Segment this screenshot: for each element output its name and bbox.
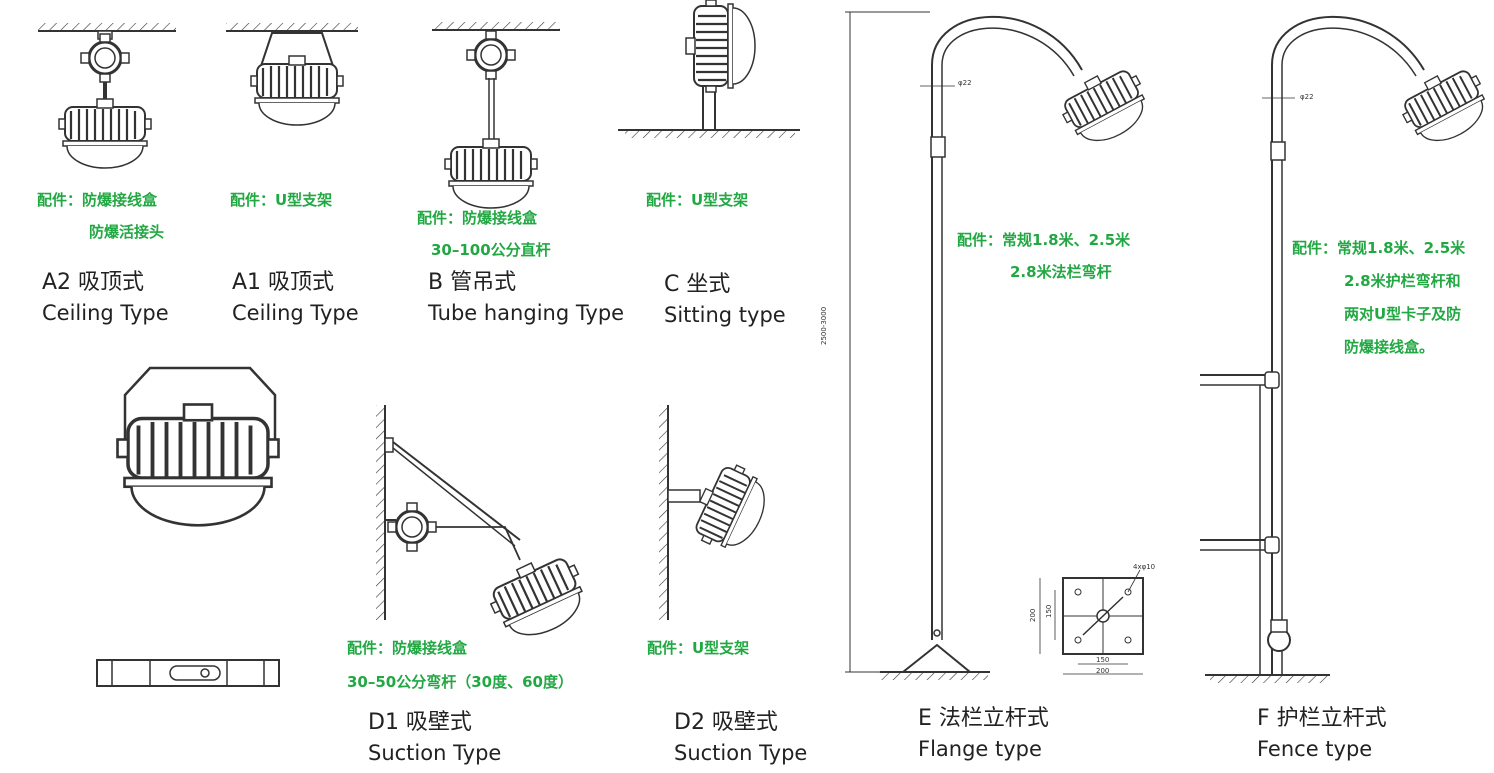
a1-accessory-1: 配件：U型支架 — [230, 191, 333, 209]
d2-title: D2 吸壁式 — [674, 710, 778, 735]
e-drawing — [845, 11, 1158, 680]
e-accessory-1: 配件：常规1.8米、2.5米 — [957, 231, 1131, 249]
e-title: E 法栏立杆式 — [918, 706, 1049, 731]
f-accessory-1: 配件：常规1.8米、2.5米 — [1292, 239, 1466, 257]
c-subtitle: Sitting type — [664, 303, 786, 327]
a2-accessory-2: 防爆活接头 — [89, 223, 165, 241]
flange-hole-dimension: 4xφ10 — [1133, 563, 1156, 571]
a1-subtitle: Ceiling Type — [232, 301, 359, 325]
d1-title: D1 吸壁式 — [368, 710, 472, 735]
b-subtitle: Tube hanging Type — [428, 301, 625, 325]
flange-plate-drawing — [1039, 569, 1144, 675]
d2-caption: D2 吸壁式 Suction Type — [674, 708, 807, 768]
e-subtitle: Flange type — [918, 737, 1042, 761]
b-drawing — [432, 22, 560, 210]
a2-accessory-1: 配件：防爆接线盒 — [37, 191, 158, 209]
f-title: F 护栏立杆式 — [1257, 706, 1387, 731]
e-height-dimension: 2500-3000 — [820, 306, 828, 345]
f-accessory-4: 防爆接线盒。 — [1344, 338, 1435, 356]
e-caption: E 法栏立杆式 Flange type — [918, 704, 1049, 764]
d1-caption: D1 吸壁式 Suction Type — [368, 708, 501, 768]
d2-accessory-1: 配件：U型支架 — [647, 639, 750, 657]
f-accessory-3: 两对U型卡子及防 — [1344, 305, 1462, 323]
d2-subtitle: Suction Type — [674, 741, 808, 765]
f-caption: F 护栏立杆式 Fence type — [1257, 704, 1387, 764]
f-accessory-2: 2.8米护栏弯杆和 — [1344, 272, 1461, 290]
flange-outer-dimension: 200 — [1029, 608, 1037, 622]
c-caption: C 坐式 Sitting type — [664, 270, 786, 330]
f-pipe-diameter: φ22 — [1300, 93, 1314, 101]
flange-bottom-inner-dimension: 150 — [1096, 656, 1110, 664]
a2-caption: A2 吸顶式 Ceiling Type — [42, 268, 169, 328]
b-title: B 管吊式 — [428, 270, 517, 295]
bracket-part-drawing — [96, 659, 280, 687]
c-drawing — [618, 0, 800, 138]
a2-drawing — [38, 23, 176, 170]
flange-inner-dimension: 150 — [1045, 604, 1053, 618]
flange-bottom-outer-dimension: 200 — [1096, 667, 1110, 675]
d2-drawing — [659, 405, 778, 620]
large-lamp-drawing — [115, 366, 281, 528]
b-accessory-1: 配件：防爆接线盒 — [417, 209, 538, 227]
e-pipe-diameter: φ22 — [958, 79, 972, 87]
a1-title: A1 吸顶式 — [232, 270, 335, 295]
b-accessory-2: 30–100公分直杆 — [431, 241, 551, 259]
a1-drawing — [226, 23, 358, 127]
c-accessory-1: 配件：U型支架 — [646, 191, 749, 209]
d1-accessory-1: 配件：防爆接线盒 — [347, 639, 468, 657]
f-subtitle: Fence type — [1257, 737, 1373, 761]
a2-title: A2 吸顶式 — [42, 270, 145, 295]
b-caption: B 管吊式 Tube hanging Type — [428, 268, 624, 328]
d1-drawing — [376, 405, 596, 650]
f-drawing — [1200, 15, 1494, 683]
d1-subtitle: Suction Type — [368, 741, 502, 765]
a1-caption: A1 吸顶式 Ceiling Type — [232, 268, 359, 328]
d1-accessory-2: 30–50公分弯杆（30度、60度） — [347, 673, 573, 691]
a2-subtitle: Ceiling Type — [42, 301, 169, 325]
e-accessory-2: 2.8米法栏弯杆 — [1010, 263, 1112, 281]
c-title: C 坐式 — [664, 272, 731, 297]
